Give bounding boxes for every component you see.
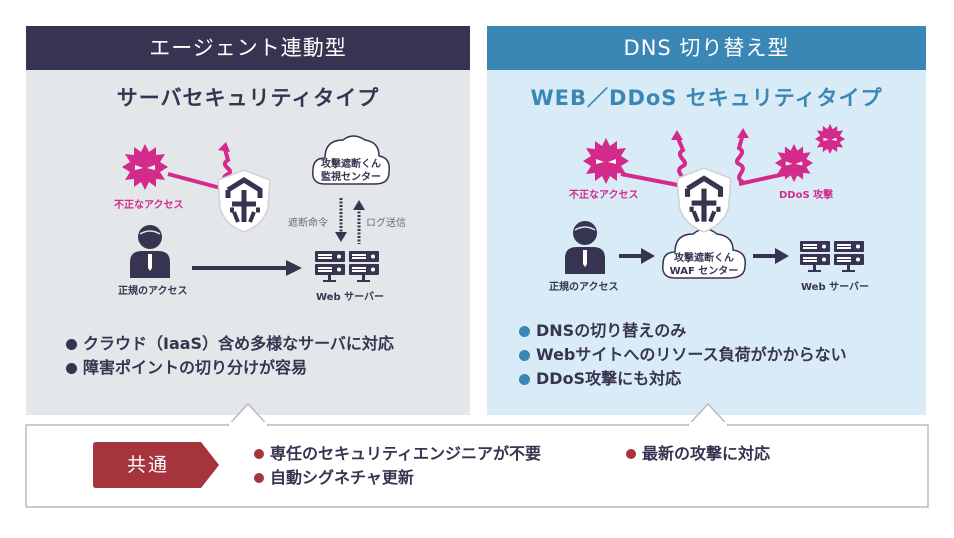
agent-panel-subtitle: サーバセキュリティタイプ [116, 86, 380, 110]
dns-features: DNSの切り替えのみ Webサイトへのリソース負荷がかからない DDoS攻撃にも… [519, 319, 847, 391]
common-item: 専任のセキュリティエンジニアが不要 [254, 442, 541, 466]
dns-panel-subtitle: WEB／DDoS セキュリティタイプ [530, 86, 883, 110]
feature-item: DDoS攻撃にも対応 [519, 367, 847, 391]
web-server-label: Web サーバー [801, 282, 869, 293]
person-icon [565, 221, 605, 274]
agent-panel-header: エージェント連動型 [26, 26, 470, 70]
bullet-icon [626, 449, 636, 459]
web-server-label: Web サーバー [316, 292, 384, 303]
ddos-attack-label: DDoS 攻撃 [779, 190, 834, 201]
dns-diagram: 不正なアクセス DDoS 攻撃 攻撃遮断くん WAF センター [487, 116, 926, 316]
virus-icon [583, 138, 629, 184]
illegal-access-label: 不正なアクセス [114, 200, 184, 211]
agent-panel: エージェント連動型 サーバセキュリティタイプ 不正なアクセス 正 [26, 26, 470, 415]
legit-access-label: 正規のアクセス [118, 286, 188, 297]
arrow-down-icon [335, 232, 347, 242]
dashed-arrows [335, 198, 365, 244]
virus-icon [815, 124, 845, 154]
block-command-label: 遮断命令 [288, 218, 328, 229]
waf-center-label: 攻撃遮断くん WAF センター [659, 252, 749, 278]
feature-item: DNSの切り替えのみ [519, 319, 847, 343]
arrow-up-icon [353, 200, 365, 210]
feature-item: Webサイトへのリソース負荷がかからない [519, 343, 847, 367]
cloud-label-line2: WAF センター [669, 266, 739, 277]
cloud-icon [312, 135, 391, 185]
feature-item: 障害ポイントの切り分けが容易 [66, 356, 394, 380]
legit-access-label: 正規のアクセス [549, 282, 619, 293]
common-features-col1: 専任のセキュリティエンジニアが不要 自動シグネチャ更新 [254, 442, 541, 490]
bullet-icon [254, 473, 264, 483]
tag-shape [93, 442, 219, 488]
shield-icon [676, 167, 732, 233]
virus-icon [122, 144, 168, 190]
arrow-right-icon [753, 248, 789, 264]
cloud-label-line1: 攻撃遮断くん [321, 159, 381, 170]
agent-diagram: 不正なアクセス 正規のアクセス [26, 116, 470, 316]
cloud-label-line1: 攻撃遮断くん [674, 253, 734, 264]
common-tag: 共通 [93, 442, 221, 488]
bullet-icon [66, 362, 77, 374]
common-item: 自動シグネチャ更新 [254, 466, 541, 490]
virus-icon [775, 144, 813, 182]
agent-features: クラウド（IaaS）含め多様なサーバに対応 障害ポイントの切り分けが容易 [66, 332, 394, 380]
shield-icon [217, 169, 271, 233]
dns-panel-header: DNS 切り替え型 [487, 26, 926, 70]
feature-item: クラウド（IaaS）含め多様なサーバに対応 [66, 332, 394, 356]
cloud-label-line2: 監視センター [321, 172, 381, 183]
bullet-icon [254, 449, 264, 459]
illegal-access-label: 不正なアクセス [569, 190, 639, 201]
arrow-right-icon [619, 248, 655, 264]
dns-panel: DNS 切り替え型 WEB／DDoS セキュリティタイプ 不正なアクセス DDo… [487, 26, 926, 415]
arrow-right-icon [192, 260, 302, 276]
bullet-icon [66, 338, 77, 350]
log-send-label: ログ送信 [366, 218, 406, 229]
bullet-icon [519, 349, 530, 361]
monitor-center-label: 攻撃遮断くん 監視センター [309, 158, 393, 184]
server-icon [800, 241, 864, 272]
common-item: 最新の攻撃に対応 [626, 442, 770, 466]
bullet-icon [519, 373, 530, 385]
common-tag-label: 共通 [126, 454, 169, 476]
common-features-col2: 最新の攻撃に対応 [626, 442, 770, 466]
server-icon [315, 251, 379, 282]
bullet-icon [519, 325, 530, 337]
person-icon [130, 225, 170, 278]
